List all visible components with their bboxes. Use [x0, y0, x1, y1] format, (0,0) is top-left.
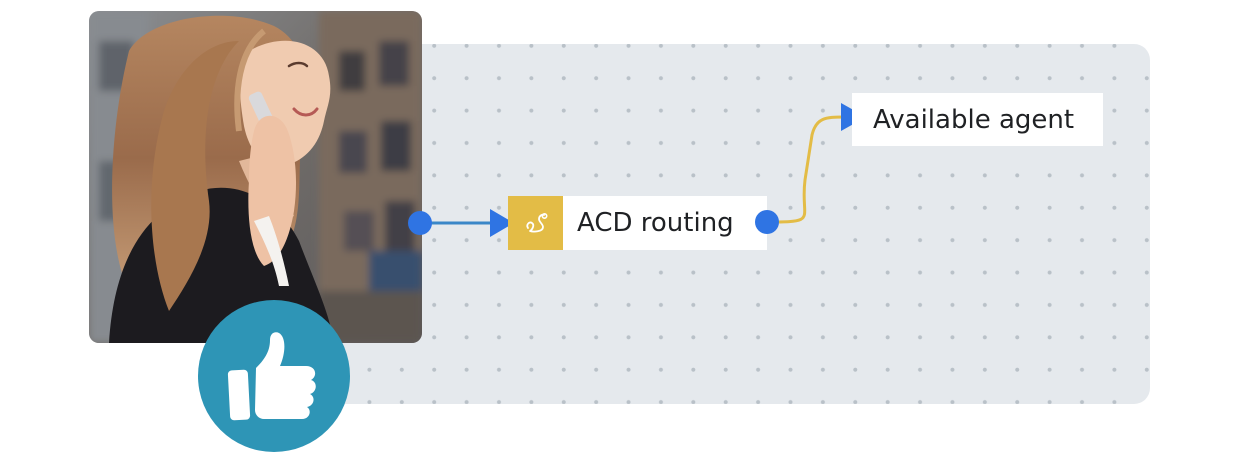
routing-connector-line	[766, 115, 846, 224]
thumbs-up-icon	[227, 332, 316, 421]
available-agent-node[interactable]: Available agent	[852, 93, 1103, 146]
acd-routing-label: ACD routing	[577, 208, 734, 238]
acd-output-point[interactable]	[755, 210, 779, 234]
acd-input-arrow	[490, 209, 514, 237]
incoming-connector-point[interactable]	[408, 211, 432, 235]
thumbs-up-badge	[198, 300, 350, 452]
acd-routing-node[interactable]: ACD routing	[508, 196, 767, 250]
available-agent-label: Available agent	[873, 104, 1075, 135]
phone-route-icon	[508, 196, 563, 250]
woman-on-phone-photo	[89, 11, 422, 343]
